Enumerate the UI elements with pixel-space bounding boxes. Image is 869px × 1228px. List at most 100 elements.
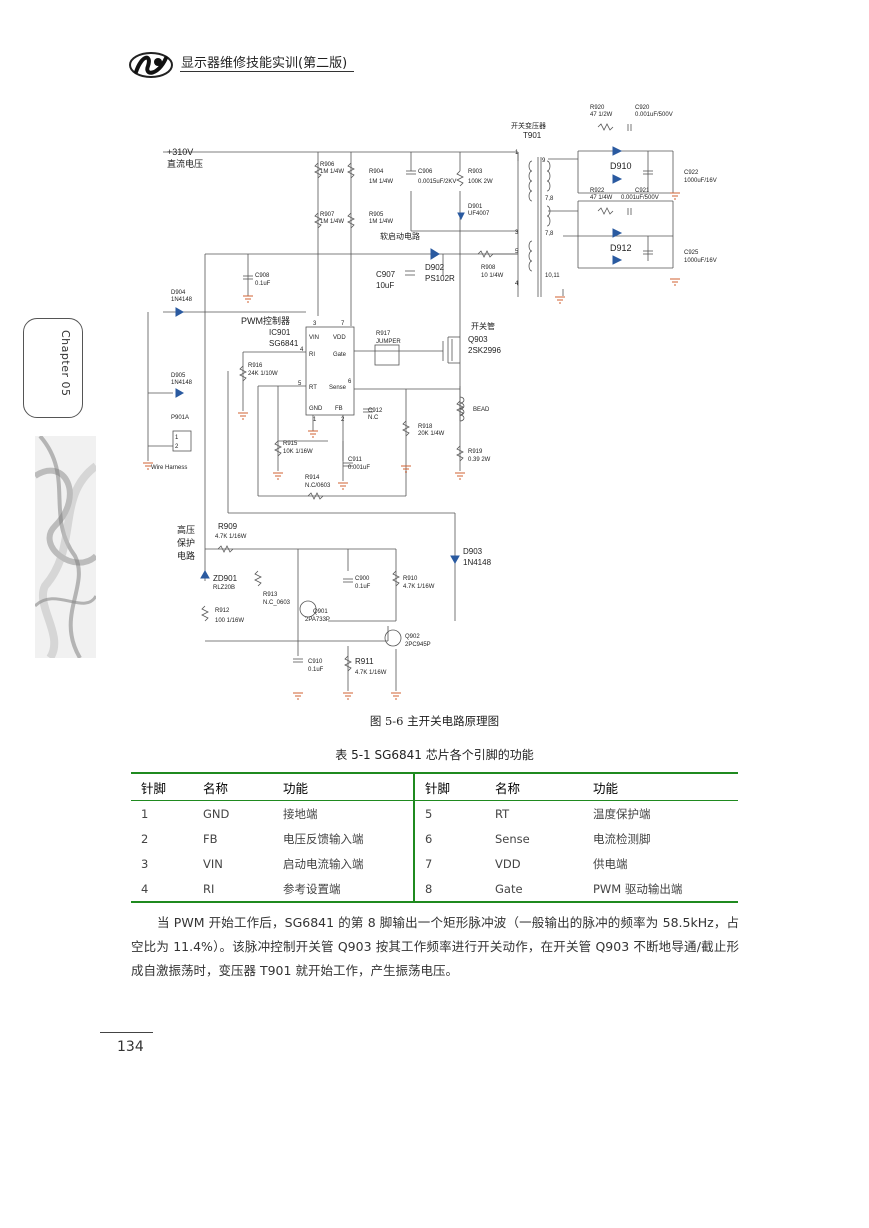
- pin-4: 4: [300, 347, 304, 353]
- cell: 1: [141, 806, 149, 821]
- cell: 8: [413, 876, 485, 903]
- page-number: 134: [117, 1039, 144, 1055]
- label-c906: C906: [418, 169, 433, 175]
- label-d903: D903: [463, 547, 483, 556]
- label-c920-value: 0.001uF/500V: [635, 112, 673, 118]
- label-d910: D910: [610, 161, 632, 171]
- label-c920: C920: [635, 105, 650, 111]
- cell: 5: [413, 800, 485, 826]
- label-r915: R915: [283, 441, 298, 447]
- label-r919-value: 0.39 2W: [468, 457, 491, 463]
- cell: 3: [141, 856, 149, 871]
- label-c910: C910: [308, 659, 323, 665]
- col-header-function-2: 功能: [583, 772, 738, 801]
- pin-gate: Gate: [333, 352, 347, 358]
- label-t901: T901: [523, 131, 542, 140]
- book-logo: [129, 52, 173, 78]
- label-q902: Q902: [405, 634, 420, 640]
- connector-pin-2: 2: [175, 444, 179, 450]
- cell: 供电端: [593, 856, 628, 871]
- label-r912-value: 100 1/16W: [215, 618, 244, 624]
- label-c911-value: 0.001uF: [348, 465, 370, 471]
- col-header-name-2: 名称: [485, 772, 583, 801]
- pin-2: 2: [341, 417, 345, 423]
- label-c921: C921: [635, 188, 650, 194]
- label-r922-value: 47 1/4W: [590, 195, 613, 201]
- cell: 电流检测脚: [593, 831, 651, 846]
- label-c911: C911: [348, 457, 363, 463]
- label-d905: D905: [171, 373, 186, 379]
- label-r906-value: 1M 1/4W: [320, 169, 344, 175]
- cell: RI: [193, 876, 273, 903]
- label-r906: R906: [320, 162, 335, 168]
- label-c900: C900: [355, 576, 370, 582]
- winding-5: 5: [515, 249, 519, 255]
- label-r914: R914: [305, 475, 320, 481]
- cell: 4: [131, 876, 193, 903]
- label-d902-value: PS102R: [425, 274, 455, 283]
- pin-rt: RT: [309, 385, 317, 391]
- winding-3: 3: [515, 230, 519, 236]
- winding-78-b: 7,8: [545, 231, 554, 237]
- label-d904-value: 1N4148: [171, 297, 193, 303]
- pin-7: 7: [341, 321, 345, 327]
- label-d903-value: 1N4148: [463, 558, 492, 567]
- label-r920: R920: [590, 105, 605, 111]
- label-c906-value: 0.0015uF/2KV: [418, 179, 456, 185]
- label-q901-value: 2PA733P: [305, 617, 330, 623]
- label-q903-cn: 开关管: [471, 321, 495, 331]
- label-c912: C912: [368, 408, 383, 414]
- cell: VDD: [495, 856, 521, 871]
- label-c910-value: 0.1uF: [308, 667, 324, 673]
- label-r903-value: 100K 2W: [468, 179, 493, 185]
- label-310v: +310V: [167, 147, 193, 157]
- body-paragraph: 当 PWM 开始工作后，SG6841 的第 8 脚输出一个矩形脉冲波（一般输出的…: [131, 915, 739, 978]
- pin-3: 3: [313, 321, 317, 327]
- winding-9: 9: [542, 158, 546, 164]
- label-c922-value: 1000uF/16V: [684, 178, 717, 184]
- label-bead: BEAD: [473, 407, 490, 413]
- table-row: 3 VIN 启动电流输入端 7 VDD 供电端: [131, 851, 738, 876]
- cell: 电压反馈输入端: [283, 831, 364, 846]
- pin-gnd: GND: [309, 406, 323, 412]
- label-r918-value: 20K 1/4W: [418, 431, 445, 437]
- table-row: 2 FB 电压反馈输入端 6 Sense 电流检测脚: [131, 826, 738, 851]
- label-zd901-value: RLZ20B: [213, 585, 235, 591]
- label-r910: R910: [403, 576, 418, 582]
- label-r917: R917: [376, 331, 391, 337]
- cell: GND: [203, 806, 230, 821]
- label-dc-voltage: 直流电压: [167, 158, 203, 169]
- label-ic901: IC901: [269, 328, 291, 337]
- label-t901-cn: 开关变压器: [511, 121, 546, 130]
- col-header-pin-2: 针脚: [413, 772, 485, 801]
- label-q901: Q901: [313, 609, 328, 615]
- pin-fb: FB: [335, 406, 343, 412]
- label-r907-value: 1M 1/4W: [320, 219, 344, 225]
- connector-pin-1: 1: [175, 435, 179, 441]
- cell: Sense: [495, 831, 530, 846]
- book-title: 显示器维修技能实训(第二版): [181, 56, 348, 71]
- cell: 参考设置端: [273, 876, 414, 903]
- cell: 温度保护端: [593, 806, 651, 821]
- pin-ri: RI: [309, 352, 315, 358]
- cell: FB: [203, 831, 218, 846]
- pin-6: 6: [348, 379, 352, 385]
- label-r908-value: 10 1/4W: [481, 273, 504, 279]
- label-pwm: PWM控制器: [241, 315, 290, 326]
- label-c907-value: 10uF: [376, 281, 394, 290]
- label-wire-harness: Wire Harness: [151, 465, 187, 471]
- label-d902: D902: [425, 263, 445, 272]
- label-c921-value: 0.001uF/500V: [621, 195, 659, 201]
- page-number-rule: [100, 1032, 153, 1033]
- header-rule: [180, 71, 354, 72]
- label-r909: R909: [218, 522, 238, 531]
- winding-1: 1: [515, 150, 519, 156]
- label-d912: D912: [610, 243, 632, 253]
- label-r911: R911: [355, 657, 374, 666]
- label-c922: C922: [684, 170, 699, 176]
- cell: 启动电流输入端: [283, 856, 364, 871]
- label-hv-2: 保护: [177, 537, 195, 548]
- label-c925: C925: [684, 250, 699, 256]
- pin-function-table: 针脚 名称 功能 针脚 名称 功能 1 GND 接地端 5 RT 温度保护端 2…: [131, 772, 738, 903]
- label-p901: P901A: [171, 415, 189, 421]
